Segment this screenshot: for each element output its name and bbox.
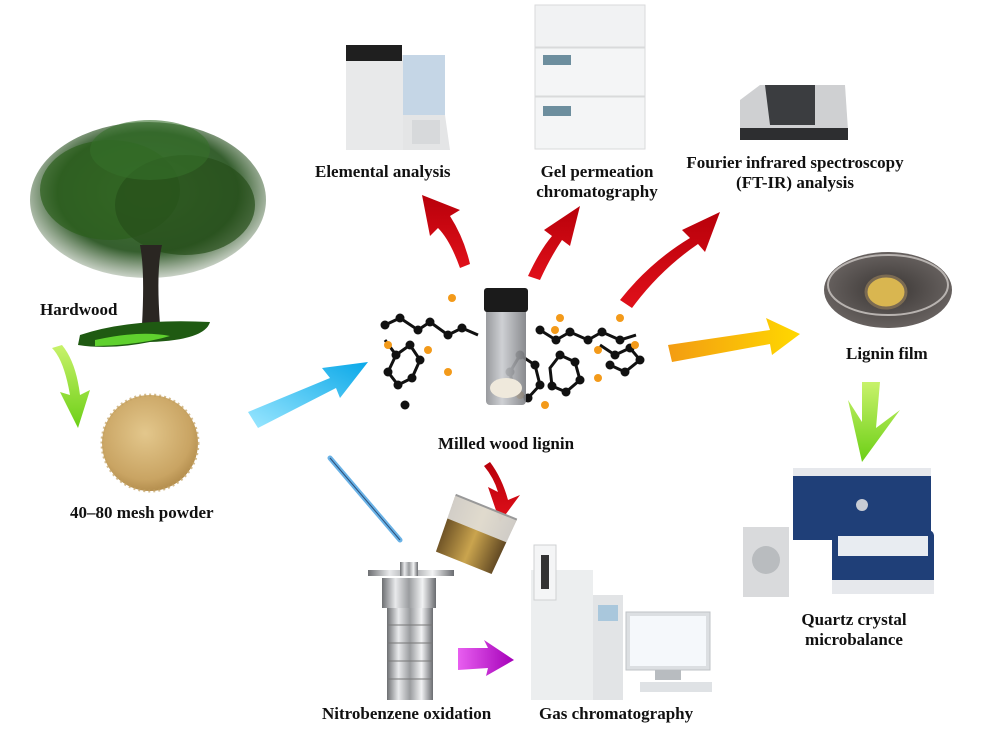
gas-chromatography-label: Gas chromatography	[539, 704, 694, 723]
lignin-vial-molecule-icon	[380, 288, 645, 410]
arrow-lignin-to-gpc	[528, 206, 580, 280]
gpc-label-line1: Gel permeation	[540, 162, 654, 181]
qcm-instrument-icon	[743, 468, 934, 597]
gas-chromatograph-icon	[531, 544, 712, 700]
arrow-lignin-to-nitrobenzene	[484, 462, 520, 522]
pipette-icon	[327, 455, 403, 543]
gpc-label: Gel permeation chromatography	[528, 162, 666, 202]
arrow-film-to-qcm	[848, 382, 900, 462]
milled-wood-lignin-label: Milled wood lignin	[438, 434, 575, 453]
beaker-icon	[435, 493, 518, 575]
arrow-lignin-to-ftir	[620, 212, 720, 308]
elemental-analysis-label: Elemental analysis	[315, 162, 451, 181]
lignin-film-label: Lignin film	[846, 344, 928, 363]
powder-label: 40–80 mesh powder	[70, 503, 214, 522]
ftir-spectrometer-icon	[740, 85, 848, 140]
qcm-label-line1: Quartz crystal	[801, 610, 907, 629]
gpc-label-line2: chromatography	[536, 182, 658, 201]
ftir-label-line2: (FT-IR) analysis	[736, 173, 854, 192]
nitrobenzene-oxidation-label: Nitrobenzene oxidation	[322, 704, 492, 723]
hplc-stack-icon	[534, 4, 646, 150]
autoclave-reactor-icon	[368, 562, 454, 700]
wood-powder-icon	[100, 393, 200, 493]
arrow-lignin-to-film	[668, 318, 800, 362]
ftir-label-line1: Fourier infrared spectroscopy	[686, 153, 904, 172]
arrow-nitrobenzene-to-gc	[458, 640, 514, 676]
ftir-label: Fourier infrared spectroscopy (FT-IR) an…	[675, 153, 915, 193]
petri-dish-icon	[824, 252, 952, 328]
hardwood-label: Hardwood	[40, 300, 118, 319]
qcm-label: Quartz crystal microbalance	[796, 610, 912, 650]
elemental-analyzer-icon	[346, 45, 450, 150]
arrow-lignin-to-elemental	[422, 195, 470, 268]
qcm-label-line2: microbalance	[805, 630, 903, 649]
tree-icon	[30, 120, 266, 347]
arrow-powder-to-lignin	[248, 362, 368, 428]
arrow-hardwood-to-powder	[52, 345, 90, 428]
